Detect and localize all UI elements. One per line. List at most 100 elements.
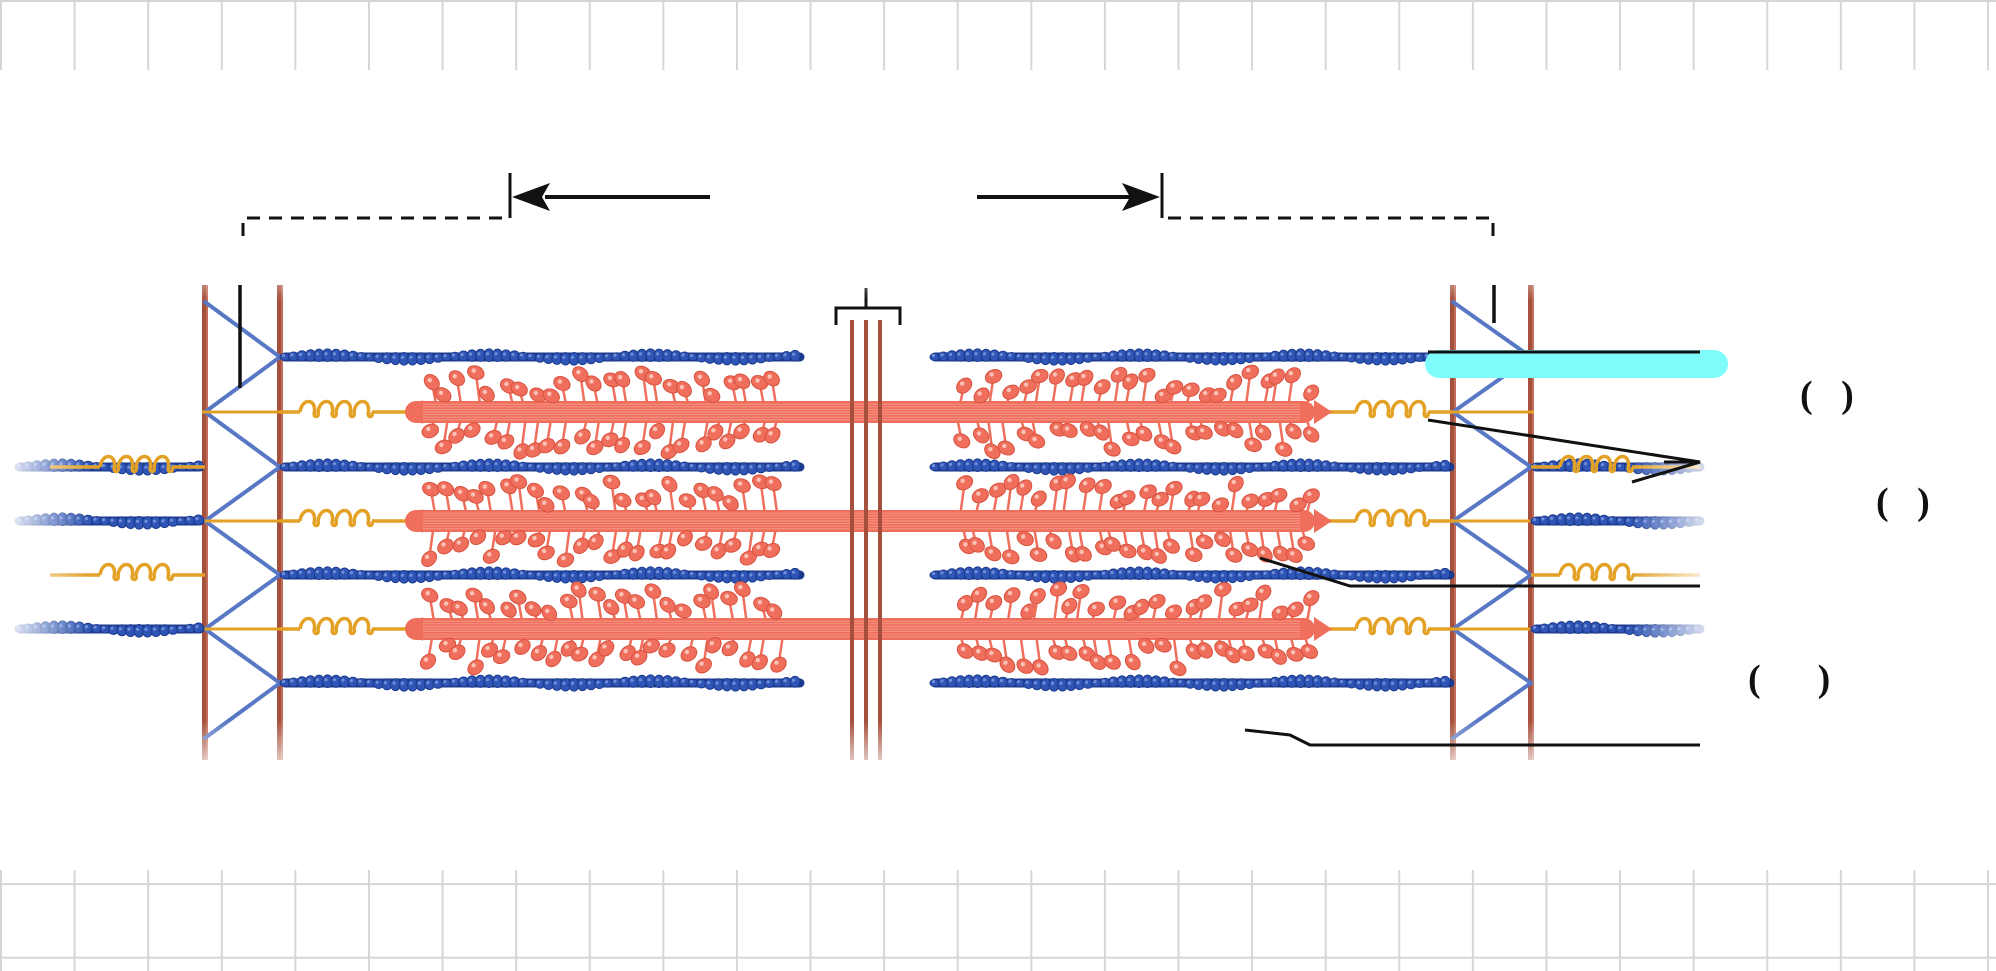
actin-bead-shine [349,571,354,575]
myosin-head-shine [618,375,623,380]
myosin-head [750,374,769,390]
actin-bead-shine [443,572,447,576]
actin-bead-shine [178,518,182,522]
myosin-head [1226,422,1244,439]
actin-bead-shine [587,355,592,359]
myosin-head [710,542,727,560]
myosin-head [452,536,470,553]
actin-bead-shine [1127,570,1131,574]
actin-bead-shine [1305,352,1310,356]
fade-bottom [0,720,1996,780]
actin-bead-shine [1424,679,1429,683]
myosin-head-shine [470,492,476,497]
actin-bead-shine [740,681,745,685]
myosin-head-shine [768,431,773,436]
myosin-head-shine [513,592,518,598]
actin-bead-shine [715,681,719,685]
actin-bead-shine [1135,570,1140,574]
myosin-head [1138,637,1155,654]
myosin-head-shine [676,441,682,446]
actin-bead-shine [1220,573,1225,577]
actin-bead-shine [604,572,609,576]
actin-bead-shine [774,353,779,357]
myosin-head-shine [1290,551,1295,556]
myosin-head [574,428,591,445]
actin-bead-shine [536,572,541,576]
actin-bead-shine [999,353,1004,357]
myosin-head-shine [441,542,446,547]
myosin-head-shine [504,482,509,487]
actin-bead-shine [774,571,779,575]
actin-bead [789,349,801,362]
actin-bead-shine [1541,625,1545,629]
myosin-head [1138,367,1156,383]
actin-bead-shine [570,355,575,359]
myosin-head [1268,368,1285,385]
actin-bead-shine [409,355,413,359]
myosin-head [1135,425,1153,442]
myosin-head [1032,659,1049,676]
myosin-head-shine [1083,481,1088,486]
label-1: ( ) [1800,374,1854,416]
actin-bead-shine [417,355,422,359]
actin-bead-shine [596,572,600,576]
actin-bead-shine [315,352,320,356]
myosin-head [1302,488,1320,504]
myosin-head-shine [576,369,581,375]
myosin-head-shine [1218,644,1223,649]
myosin-head-shine [1274,491,1279,496]
myosin-head [509,589,527,605]
myosin-head [1275,442,1293,457]
actin-bead-shine [1195,573,1199,577]
myosin-head [985,595,1003,611]
actin-bead-shine [426,465,430,469]
actin-bead-shine [689,353,694,358]
actin-bead-shine [1558,624,1562,628]
actin-bead-shine [1203,355,1208,359]
actin-bead-shine [1076,681,1080,685]
actin-bead-shine [332,678,337,682]
actin-bead-shine [511,570,515,575]
actin-bead-shine [460,352,464,357]
z-disc-connector [1451,410,1533,469]
myosin-head-shine [427,378,432,383]
myosin-head-shine [1049,537,1054,542]
actin-bead-shine [375,464,379,468]
myosin-head [1122,431,1140,447]
myosin-head-shine [1262,647,1267,652]
myosin-head-shine [517,447,522,452]
myosin-head-shine [541,548,547,554]
actin-bead-shine [647,678,651,682]
myosin-head [1029,588,1046,605]
actin-bead-shine [1424,353,1429,357]
actin-bead-shine [1118,570,1123,574]
actin-bead-shine [689,571,694,576]
actin-bead-shine [681,463,685,467]
myosin-head-shine [1169,484,1175,489]
myosin-head [603,599,620,616]
actin-bead-shine [1617,464,1622,468]
actin-bead-shine [579,681,583,685]
actin-bead-shine [1600,625,1605,629]
myosin-head-shine [1230,378,1235,383]
myosin-head-shine [976,649,981,654]
actin-bead-shine [672,462,677,466]
myosin-head-shine [654,546,659,552]
myosin-head-shine [1126,434,1132,440]
actin-bead-shine [349,463,354,467]
myosin-head-shine [1092,604,1097,610]
myosin-head [1285,547,1303,563]
actin-bead-shine [298,352,303,356]
actin-bead-shine [1558,516,1562,520]
actin-bead-shine [672,570,677,574]
myosin-head-shine [1064,649,1070,654]
myosin-head [463,422,481,438]
actin-bead-shine [1178,680,1182,684]
myosin-head-shine [1200,537,1205,542]
actin-bead-shine [1254,680,1259,684]
actin-bead-shine [298,678,303,683]
myosin-head-shine [989,372,994,377]
myosin-head-shine [663,547,669,552]
myosin-head [1162,538,1180,554]
leader-line-4 [1244,728,1700,747]
